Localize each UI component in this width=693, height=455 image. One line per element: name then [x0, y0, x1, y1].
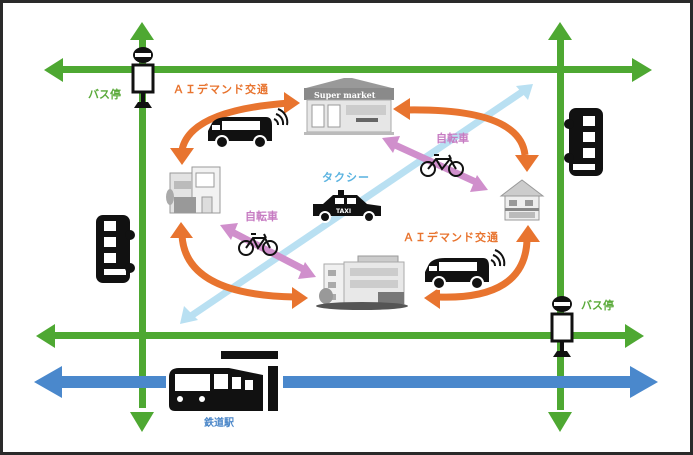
rail-station-label: 鉄道駅 — [204, 418, 234, 429]
ai-demand-arrow-house-to-hospital — [170, 222, 308, 309]
bus-stop-icon — [131, 47, 155, 108]
taxi-label: タクシー — [322, 171, 370, 184]
bicycle-icon — [420, 154, 464, 177]
bus-icon — [564, 108, 603, 176]
ai-demand-van-icon — [208, 108, 289, 149]
bus-route-right-vertical — [548, 22, 572, 432]
hospital-building-icon — [316, 255, 408, 310]
train-station-icon — [169, 351, 278, 411]
ai-demand-label: ＡＩデマンド交通 — [403, 231, 499, 244]
taxi-sign: TAXI — [336, 208, 351, 215]
bicycle-label: 自転車 — [436, 132, 469, 145]
bus-stop-label: バス停 — [581, 299, 614, 312]
bicycle-arrow-right — [382, 136, 488, 192]
bus-route-bottom-horizontal — [36, 324, 644, 348]
house-icon — [166, 166, 221, 214]
rail-line — [34, 366, 658, 398]
ai-demand-arrow-hospital-to-house — [424, 225, 540, 309]
bus-route-top-horizontal — [44, 58, 652, 82]
bus-stop-icon — [550, 296, 574, 357]
supermarket-building-icon: Super market — [304, 78, 394, 135]
bus-icon — [96, 215, 135, 283]
bus-stop-label: バス停 — [88, 88, 121, 101]
ai-demand-label: ＡＩデマンド交通 — [173, 83, 269, 96]
bicycle-icon — [238, 233, 278, 256]
bicycle-label: 自転車 — [245, 210, 278, 223]
bus-route-left-vertical — [130, 22, 154, 432]
ai-demand-arrow-supermarket-to-house — [393, 98, 539, 172]
supermarket-sign: Super market — [314, 90, 376, 100]
bicycle-arrow-left — [220, 223, 316, 279]
taxi-icon: TAXI — [313, 190, 381, 223]
house-icon — [499, 179, 545, 221]
ai-demand-arrow-house-to-supermarket — [170, 92, 300, 165]
ai-demand-van-icon — [425, 249, 506, 290]
